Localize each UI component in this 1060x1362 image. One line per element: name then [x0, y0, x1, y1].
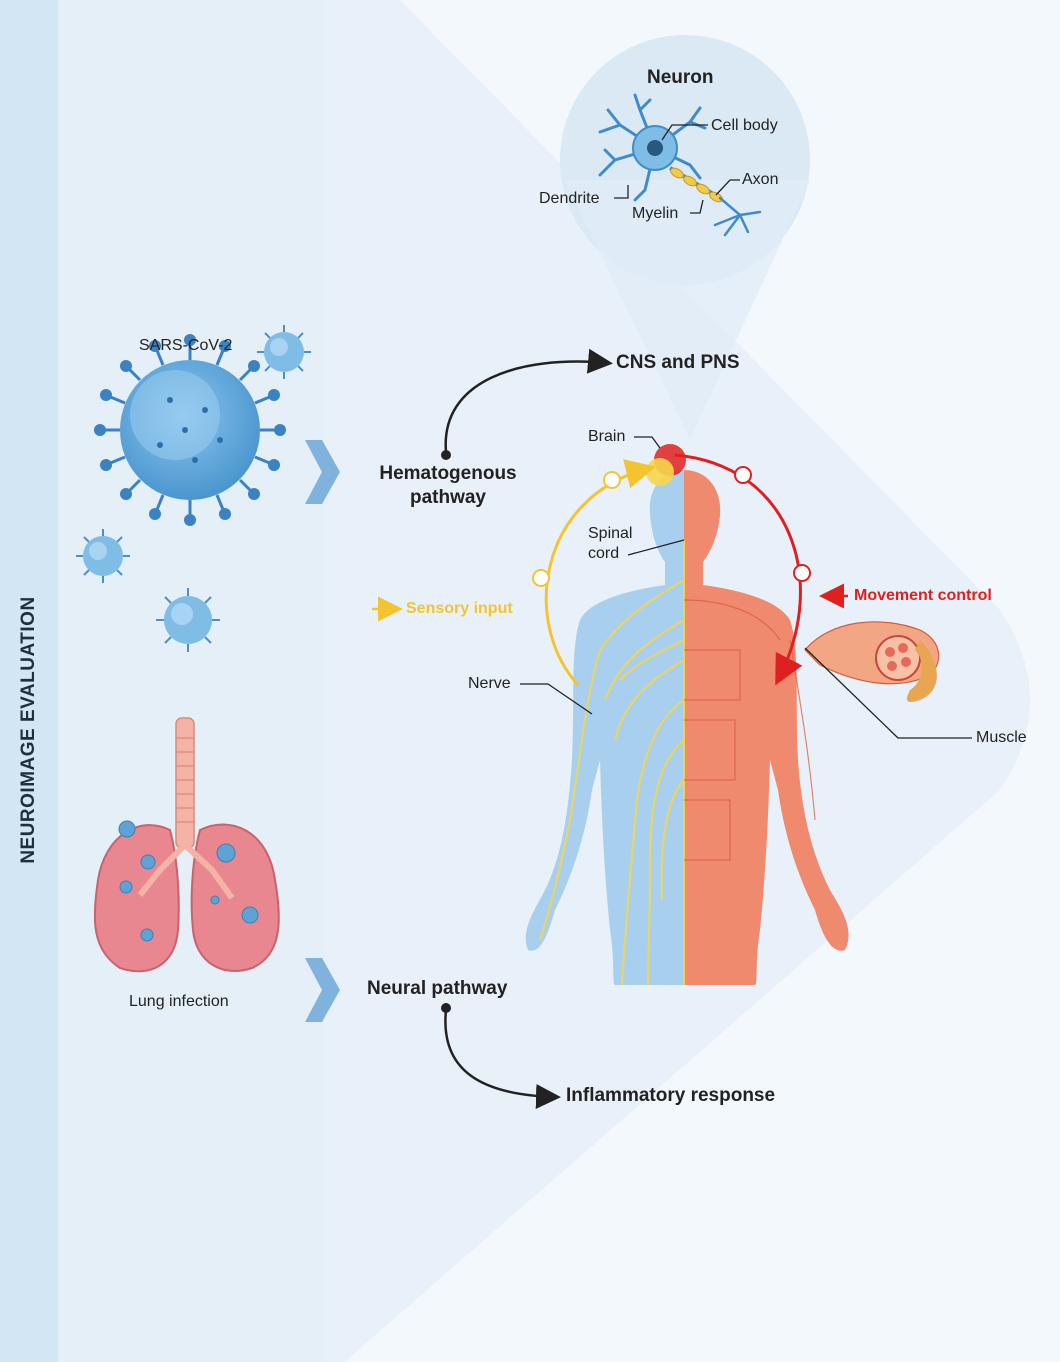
arrow-to-inflammatory — [444, 1009, 561, 1109]
neuron-icon — [598, 93, 762, 237]
spinal-cord-label: Spinal cord — [588, 525, 633, 562]
cns-pns-label: CNS and PNS — [616, 352, 740, 373]
neural-pathway-label: Neural pathway — [367, 978, 508, 999]
virus-small-icon-3 — [156, 588, 220, 652]
human-body-icon — [525, 444, 940, 986]
nerve-label: Nerve — [468, 675, 511, 692]
inflammatory-label: Inflammatory response — [566, 1085, 776, 1106]
cell-body-label: Cell body — [711, 117, 778, 134]
neuron-leader-lines — [614, 124, 740, 214]
virus-large-icon — [94, 334, 286, 526]
lung-label: Lung infection — [129, 993, 229, 1010]
myelin-label: Myelin — [632, 205, 679, 222]
movement-control-label: Movement control — [854, 587, 992, 604]
sensory-input-label: Sensory input — [406, 600, 513, 617]
axon-label: Axon — [742, 171, 779, 188]
neuron-title: Neuron — [647, 67, 714, 88]
lungs-icon — [93, 717, 280, 973]
hematogenous-label: Hematogenous pathway — [379, 463, 517, 508]
brain-label: Brain — [588, 428, 626, 445]
movement-arrow — [674, 453, 803, 686]
left-panel — [58, 0, 324, 1362]
body-leader-lines — [520, 436, 972, 739]
side-title: NEUROIMAGE EVALUATION — [18, 596, 39, 864]
signal-bolt-icons — [532, 466, 811, 587]
muscle-label: Muscle — [976, 729, 1027, 746]
virus-label: SARS-CoV-2 — [139, 337, 233, 354]
side-band — [0, 0, 58, 1362]
virus-small-icon-2 — [76, 529, 130, 583]
virus-small-icon-1 — [257, 325, 311, 379]
dendrite-label: Dendrite — [539, 190, 600, 207]
arrow-to-cns — [444, 348, 613, 453]
chevron-icon-bottom — [305, 958, 340, 1022]
chevron-icon-top — [305, 440, 340, 504]
